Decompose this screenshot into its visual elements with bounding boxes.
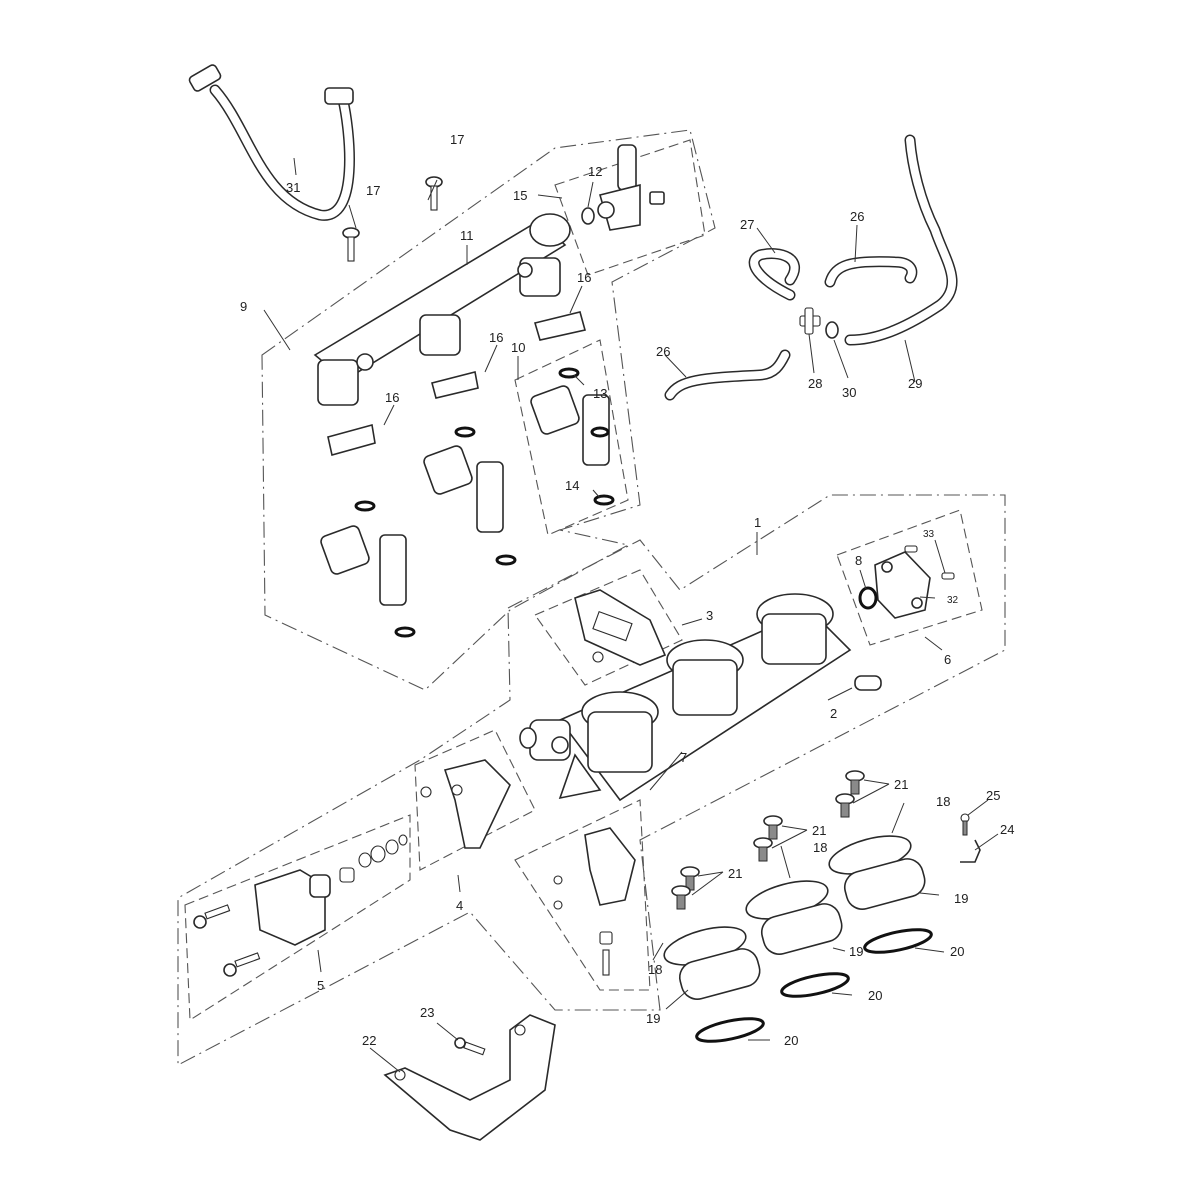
bracket-24 [960,839,981,863]
injector-a [530,367,615,506]
callout-26-lower: 26 [656,344,670,359]
callout-20-c: 20 [950,944,964,959]
hose-27 [748,248,800,301]
callout-17-b: 17 [450,132,464,147]
boot-19-b [760,903,843,955]
fuel-rail-11 [313,213,571,406]
callout-25: 25 [986,788,1000,803]
bolt-17-b [425,176,443,211]
tee-fitting-28 [799,307,821,335]
callout-21-b: 21 [812,823,826,838]
group-outline-bracket-3 [534,569,683,686]
hose-clip-30 [825,321,839,339]
callout-3: 3 [706,608,713,623]
callout-33: 33 [923,529,935,540]
group-outline-injector [514,339,629,536]
fuel-hose-31 [188,64,355,221]
callout-8: 8 [855,553,862,568]
group-outline-throttle-body [177,494,1006,1066]
callout-18-b: 18 [813,840,827,855]
seal-8 [858,586,878,610]
clip-16-c [327,423,376,456]
screw-25 [960,813,970,836]
group-outline-fuel-feed [554,139,706,276]
callout-18-a: 18 [648,962,662,977]
callout-21-c: 21 [894,777,908,792]
callout-2: 2 [830,706,837,721]
seal-12 [581,207,595,225]
bolt-23 [454,1037,486,1056]
boot-19-a [678,948,761,1000]
boot-19-c [843,858,926,910]
callout-16-b: 16 [489,330,503,345]
bracket-7 [553,827,636,976]
o-ring-20-b [780,972,850,998]
callout-22: 22 [362,1033,376,1048]
throttle-position-sensor-32 [874,551,931,619]
callout-20-a: 20 [784,1033,798,1048]
callout-20-b: 20 [868,988,882,1003]
callout-19-a: 19 [646,1011,660,1026]
fuel-feed-fitting-15 [581,144,665,231]
callout-31: 31 [286,180,300,195]
o-ring-20-a [695,1017,765,1043]
callout-16-c: 16 [385,390,399,405]
clip-16-a [533,311,586,341]
callout-19-c: 19 [954,891,968,906]
callout-26-upper: 26 [850,209,864,224]
idle-actuator-5 [193,834,408,977]
callout-21-a: 21 [728,866,742,881]
callout-16-a: 16 [577,270,591,285]
callout-28: 28 [808,376,822,391]
callout-6: 6 [944,652,951,667]
callout-13: 13 [593,386,607,401]
injector-c [320,500,416,638]
throttle-body-1 [519,593,852,802]
plug-2 [854,675,882,691]
callout-10: 10 [511,340,525,355]
callout-14: 14 [565,478,579,493]
callout-1: 1 [754,515,761,530]
bracket-3 [574,589,667,666]
callout-29: 29 [908,376,922,391]
leader-lines [263,157,999,1073]
callout-32: 32 [947,595,959,606]
callout-11: 11 [460,228,474,243]
hose-26-upper [824,256,918,288]
callout-15: 15 [513,188,527,203]
callout-23: 23 [420,1005,434,1020]
bolt-17-a [342,227,360,262]
hose-26-lower [664,349,791,401]
screws-21-a [671,866,700,910]
clip-16-b [431,371,479,399]
group-outlines [177,129,1006,1066]
group-outline-bracket-7 [514,799,651,991]
screws-21-b [753,815,783,862]
callout-27: 27 [740,217,754,232]
screws-21-c [835,770,865,818]
callout-7: 7 [680,750,687,765]
callout-5: 5 [317,978,324,993]
o-ring-20-c [863,928,933,954]
callout-12: 12 [588,164,602,179]
screws-33 [904,545,955,580]
callout-18-c: 18 [936,794,950,809]
callout-30: 30 [842,385,856,400]
bracket-4 [420,759,511,849]
callout-4: 4 [456,898,463,913]
callout-19-b: 19 [849,944,863,959]
group-outline-sensor-6 [836,509,983,646]
injector-b [423,426,517,566]
bracket-22 [383,1014,556,1141]
group-outline-actuator-5 [184,814,411,1021]
callout-9: 9 [240,299,247,314]
hose-29 [844,134,958,346]
callout-17-a: 17 [366,183,380,198]
callout-24: 24 [1000,822,1014,837]
callout-labels: 31 17 17 9 11 12 15 16 16 16 10 13 14 27… [240,132,1014,1048]
